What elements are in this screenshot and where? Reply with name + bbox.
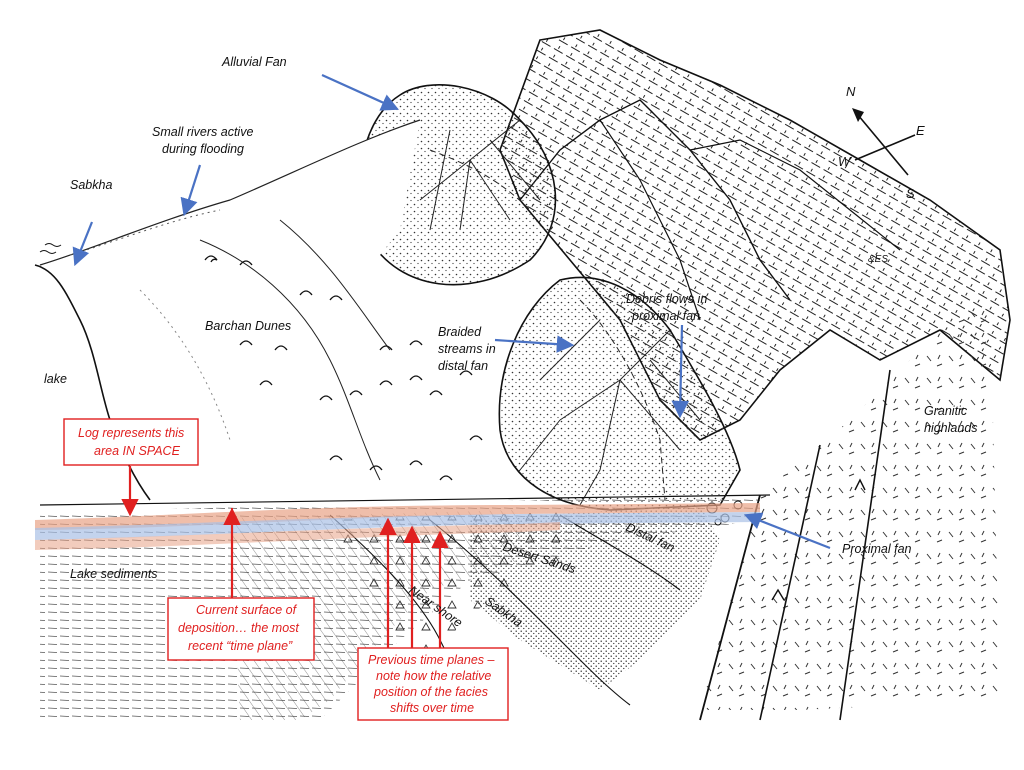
compass-e: E: [916, 123, 925, 138]
callout-log-line2: area IN SPACE: [94, 444, 181, 458]
label-proximal-fan: Proximal fan: [842, 542, 912, 556]
label-barchan-dunes: Barchan Dunes: [205, 319, 291, 333]
label-braided-3: distal fan: [438, 359, 488, 373]
label-lake: lake: [44, 372, 67, 386]
red-callout-arrows: [121, 466, 449, 648]
label-debris-2: proximal fan: [631, 309, 700, 323]
compass-rose: N E W S: [838, 84, 925, 201]
label-lake-sediments: Lake sediments: [70, 567, 158, 581]
callout-log-line1: Log represents this: [78, 426, 184, 440]
callout-previous-line3: position of the facies: [373, 685, 488, 699]
time-plane-band-blue: [35, 512, 760, 540]
callout-current-surface: Current surface of deposition… the most …: [167, 597, 315, 661]
artist-initials: &ES: [868, 254, 888, 265]
callout-previous-line2: note how the relative: [376, 669, 491, 683]
blue-callout-arrows: [72, 73, 831, 550]
label-sabkha-top: Sabkha: [70, 178, 112, 192]
label-small-rivers-1: Small rivers active: [152, 125, 253, 139]
callout-current-line2: deposition… the most: [178, 621, 299, 635]
cross-section: [39, 494, 771, 721]
callout-previous-planes: Previous time planes – note how the rela…: [357, 647, 509, 721]
label-granitic-2: highlands: [924, 421, 978, 435]
callout-log: Log represents this area IN SPACE: [63, 418, 199, 466]
compass-s: S: [906, 186, 915, 201]
label-alluvial-fan: Alluvial Fan: [221, 55, 287, 69]
label-granitic-1: Granitic: [924, 404, 968, 418]
label-braided-2: streams in: [438, 342, 496, 356]
lake-wave-marks: [39, 243, 62, 254]
label-debris-1: Debris flows in: [626, 292, 707, 306]
callout-current-line3: recent “time plane”: [188, 639, 293, 653]
callout-current-line1: Current surface of: [196, 603, 298, 617]
label-braided-1: Braided: [438, 325, 482, 339]
callout-previous-line1: Previous time planes –: [368, 653, 496, 667]
barchan-dunes: [204, 255, 483, 481]
compass-w: W: [838, 154, 852, 169]
callout-previous-line4: shifts over time: [390, 701, 474, 715]
compass-n: N: [846, 84, 856, 99]
granitic-highlands: [699, 300, 1000, 721]
previous-time-plane-band: [35, 522, 560, 550]
label-small-rivers-2: during flooding: [162, 142, 244, 156]
